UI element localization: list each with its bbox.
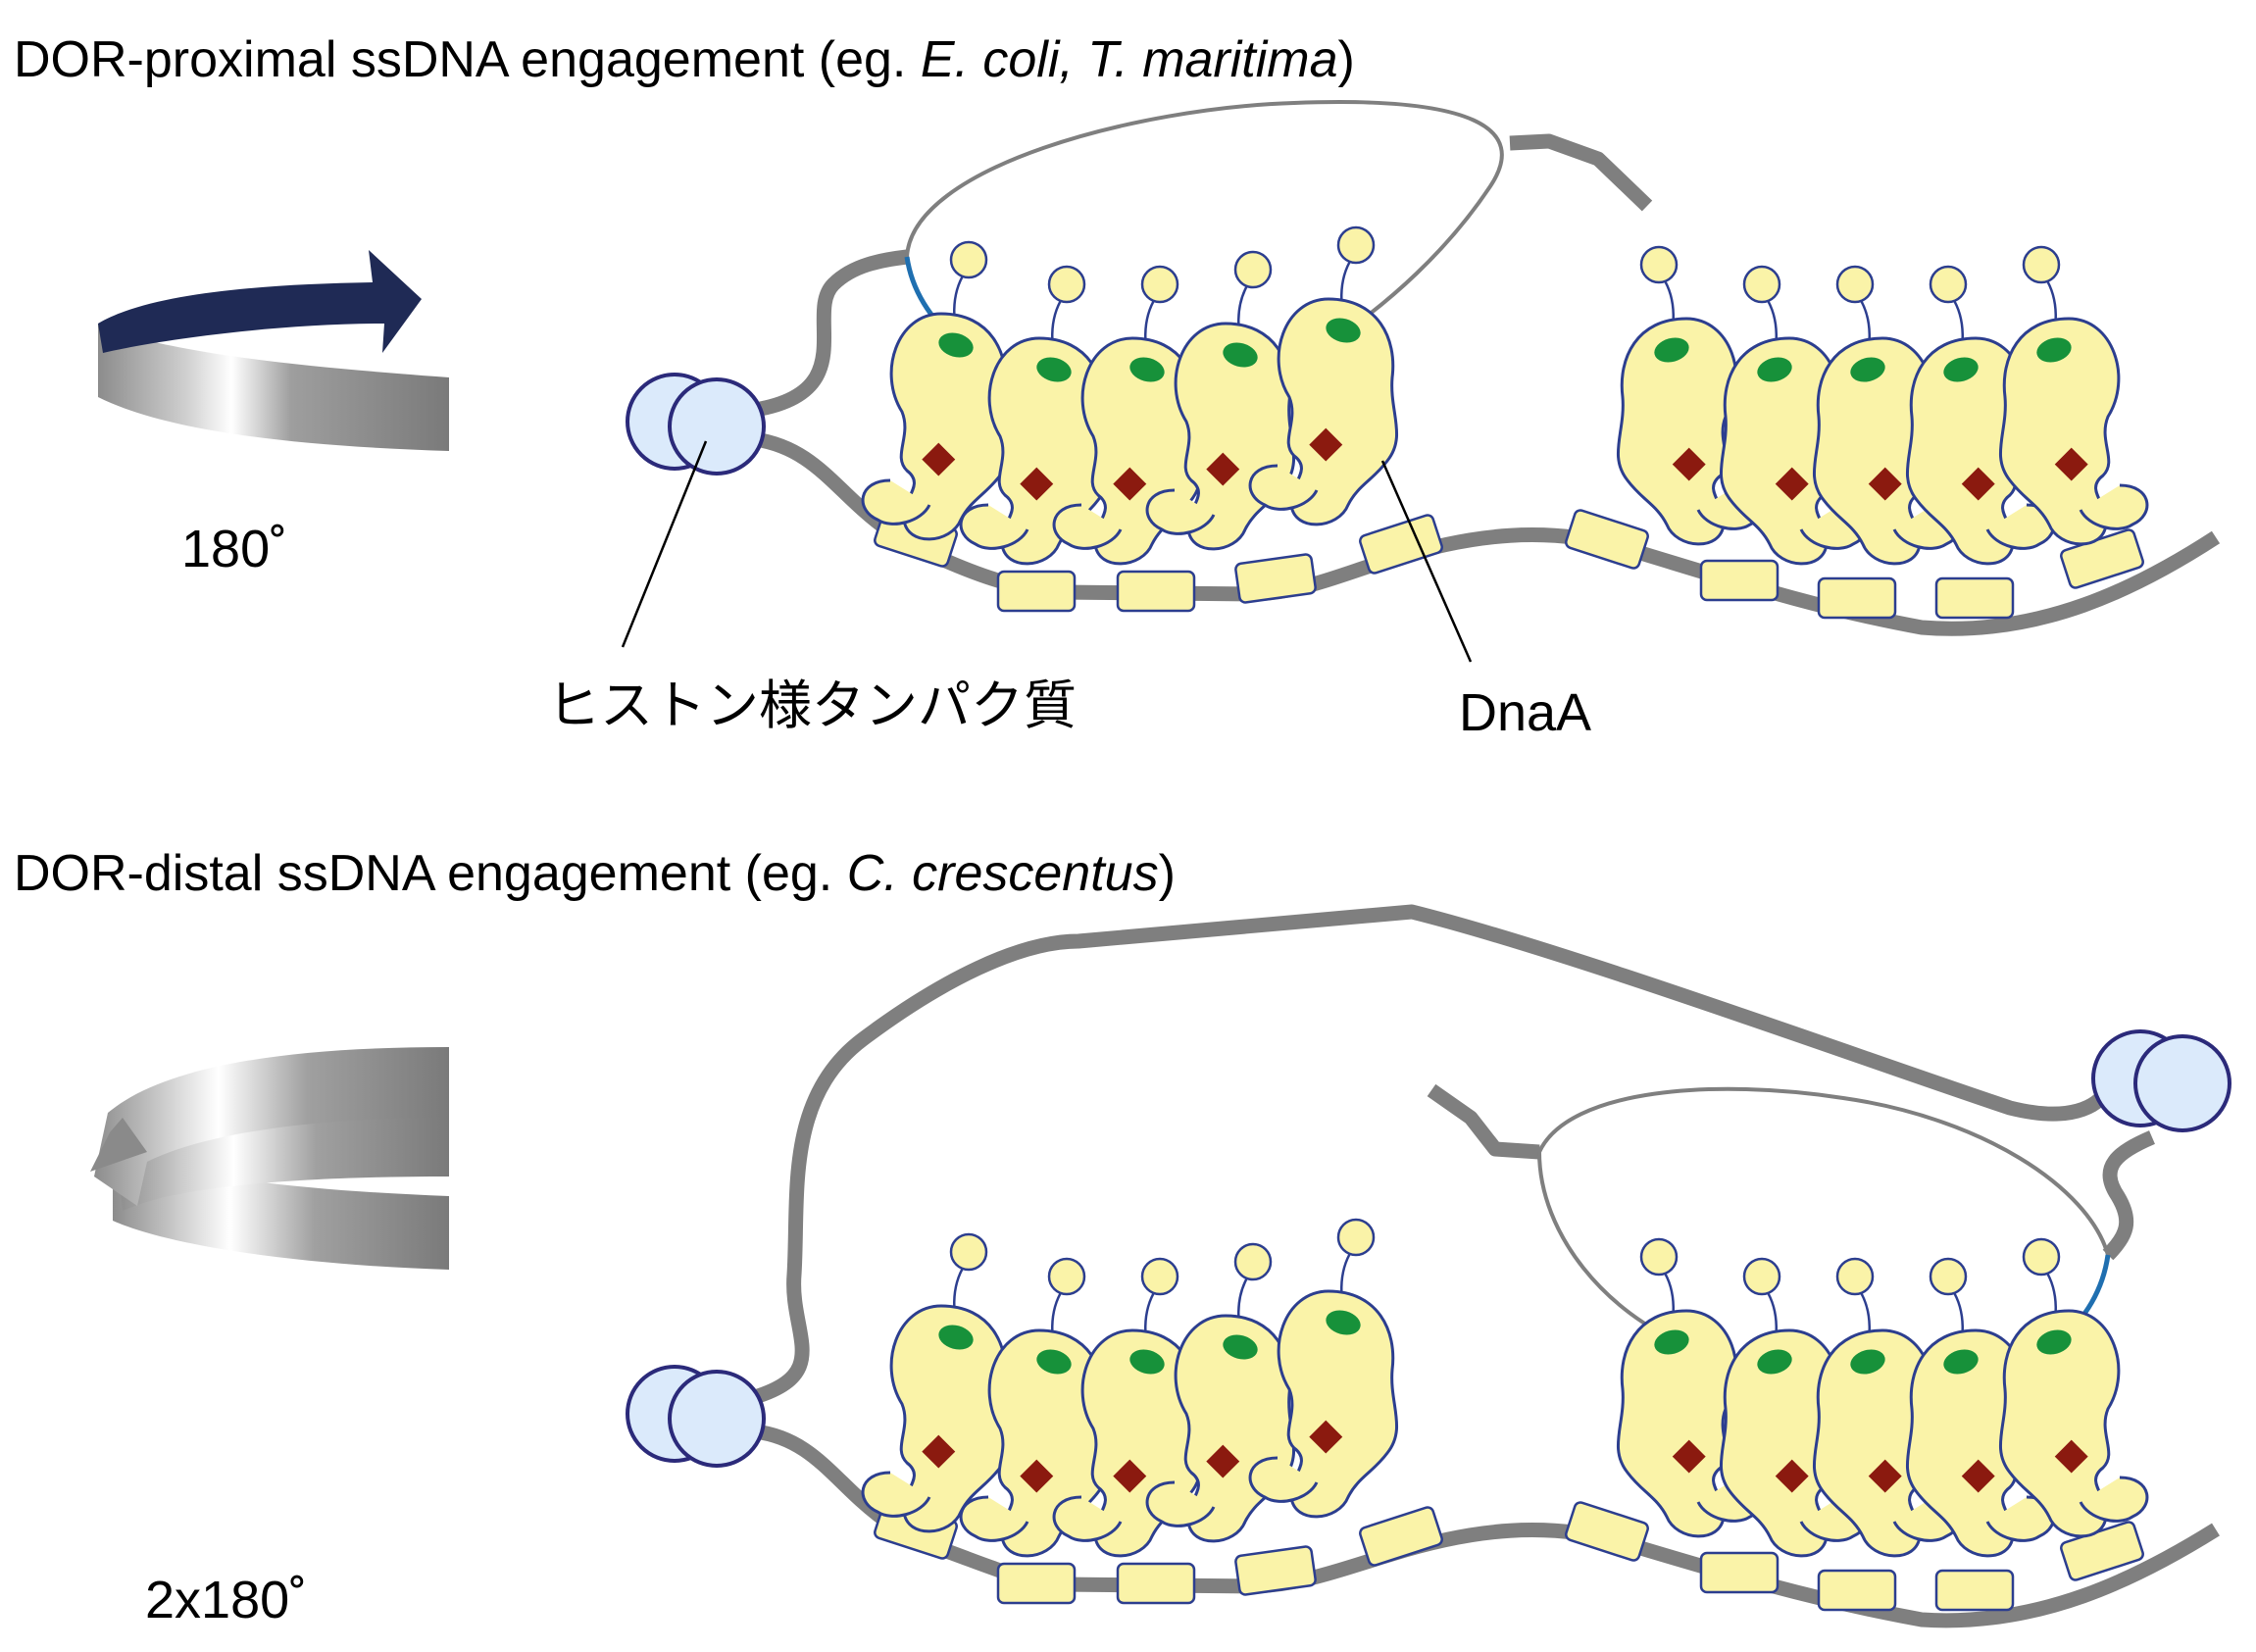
dnaa-domain-iv <box>1699 559 1780 602</box>
label-dnaa: DnaA <box>1459 683 1591 742</box>
dnaa-domain-iv <box>1934 1569 2015 1612</box>
dnaa-filament-distal-right <box>1565 1237 2149 1612</box>
dsdna-outer-loop <box>752 904 2115 1405</box>
label-histone-like: ヒストン様タンパク質 <box>547 676 1077 735</box>
dnaa-domain-iv <box>1565 1501 1649 1562</box>
dsdna-inner-end <box>1427 1083 1540 1160</box>
dnaa-filament-proximal-left <box>861 225 1443 613</box>
double-ribbon-arrow-icon <box>90 1047 449 1270</box>
unwound-strand-top <box>1537 1086 2110 1256</box>
dnaa-protomer <box>1998 245 2149 546</box>
unwound-strand-top <box>905 100 1504 355</box>
dnaa-protomer <box>1998 1237 2149 1538</box>
dnaa-domain-iv <box>1116 1562 1196 1605</box>
dsdna-upper-right <box>1509 133 1653 212</box>
dnaa-protomer <box>861 240 1012 541</box>
dnaa-protomer <box>861 1232 1012 1533</box>
dnaa-domain-iv <box>1234 1545 1317 1596</box>
dnaa-domain-iv <box>1699 1551 1780 1594</box>
panel-proximal: DOR-proximal ssDNA engagement (eg. E. co… <box>14 31 2221 742</box>
dnaa-domain-iv <box>996 1562 1077 1605</box>
dnaa-domain-iv <box>1565 509 1649 570</box>
histone-like-protein <box>668 1370 766 1468</box>
dsdna-upper-left <box>753 249 908 418</box>
histone-like-protein <box>2133 1034 2231 1132</box>
dsdna-right-stub <box>2102 1130 2155 1261</box>
dnaa-domain-iv <box>1359 514 1443 575</box>
dnaa-domain-iv <box>1817 1569 1897 1612</box>
dnaa-domain-iv <box>1116 570 1196 613</box>
leader-dnaa <box>1380 460 1473 663</box>
dnaa-domain-iv <box>1934 576 2015 620</box>
rotation-label-180: 180˚ <box>181 520 287 578</box>
panel-title-distal: DOR-distal ssDNA engagement (eg. C. cres… <box>14 845 1176 902</box>
leader-histone-like <box>621 440 708 648</box>
curved-arrow-clockwise-icon <box>98 250 449 451</box>
dnaa-domain-iv <box>996 570 1077 613</box>
dnaa-domain-iv <box>1359 1506 1443 1567</box>
rotation-label-2x180: 2x180˚ <box>145 1571 307 1629</box>
panel-title-proximal: DOR-proximal ssDNA engagement (eg. E. co… <box>14 31 1355 88</box>
dnaa-filament-proximal-right <box>1565 245 2149 620</box>
dnaa-domain-iv <box>1234 553 1317 604</box>
dnaa-domain-iv <box>1817 576 1897 620</box>
panel-distal: DOR-distal ssDNA engagement (eg. C. cres… <box>14 845 2231 1629</box>
histone-like-protein <box>668 377 766 476</box>
dnaa-filament-distal-left <box>861 1218 1443 1605</box>
